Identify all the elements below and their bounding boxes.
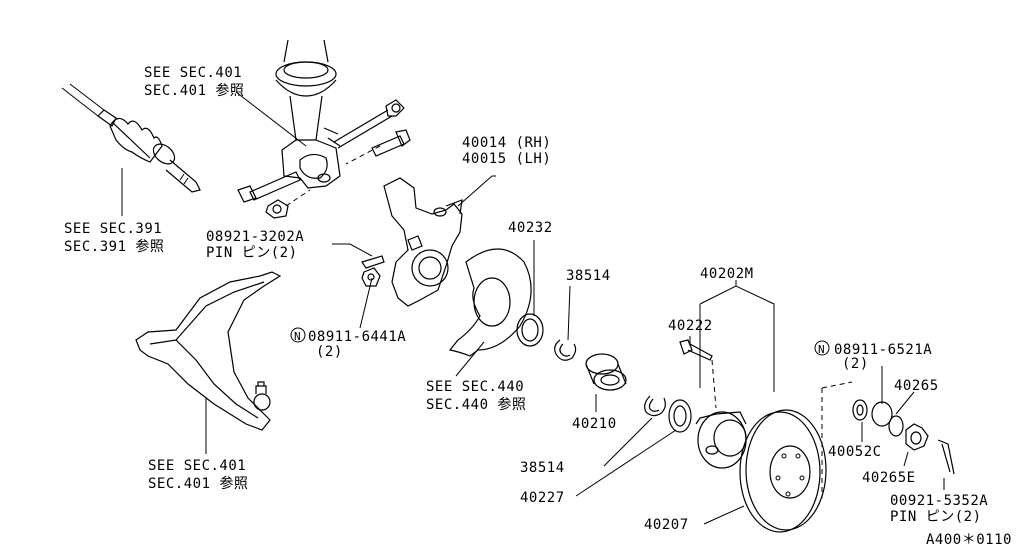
nut-6441-circle-icon <box>290 327 306 343</box>
knuckle-pin-and-nut <box>361 255 385 287</box>
label-see-440-b: SEC.440 参照 <box>426 396 526 413</box>
label-pin-5352a: 00921-5352A <box>890 493 988 509</box>
seal-40232 <box>516 313 544 347</box>
steering-knuckle <box>383 177 463 307</box>
dust-shield <box>448 248 532 357</box>
snap-ring-38514-top <box>554 339 577 361</box>
label-40202m: 40202M <box>700 266 754 282</box>
strut-bolts <box>237 99 411 219</box>
snap-ring-38514-bottom <box>644 395 666 417</box>
label-38514-bottom: 38514 <box>520 460 565 476</box>
drive-shaft <box>61 83 201 193</box>
label-40207: 40207 <box>644 517 689 533</box>
label-nut-6441a: 08911-6441A <box>308 329 406 345</box>
label-see-401-bottom-b: SEC.401 参照 <box>148 475 248 492</box>
label-knuckle-lh: 40015 (LH) <box>462 151 551 167</box>
nut-6521-circle-icon <box>814 340 830 356</box>
leader-lines <box>121 91 945 525</box>
label-pin-3202a-qty: PIN ピン(2) <box>206 245 298 261</box>
wheel-hub <box>695 411 747 469</box>
label-nut-6521a: 08911-6521A <box>834 342 932 358</box>
label-40210: 40210 <box>572 416 617 432</box>
label-38514-top: 38514 <box>566 268 611 284</box>
label-see-401-top-b: SEC.401 参照 <box>144 82 244 99</box>
label-nut-6441a-qty: (2) <box>316 344 343 360</box>
figure-code: A400＊0110 <box>926 532 1012 548</box>
label-nut-6521a-qty: (2) <box>842 356 869 372</box>
seal-40227 <box>668 399 692 433</box>
wheel-bearing <box>585 353 627 391</box>
label-nut-6441-n: N <box>294 330 301 343</box>
label-40265e: 40265E <box>862 470 916 486</box>
brake-disc <box>739 409 827 533</box>
strut-assembly <box>275 39 341 189</box>
label-40265: 40265 <box>894 378 939 394</box>
label-40052c: 40052C <box>828 444 882 460</box>
label-40232: 40232 <box>508 220 553 236</box>
lower-arm <box>135 271 282 431</box>
label-knuckle-rh: 40014 (RH) <box>462 135 551 151</box>
label-see-401-bottom-a: SEE SEC.401 <box>148 458 246 474</box>
label-see-391-a: SEE SEC.391 <box>64 221 162 237</box>
part-labels: SEE SEC.401 SEC.401 参照 SEE SEC.391 SEC.3… <box>64 65 1012 548</box>
label-40227: 40227 <box>520 490 565 506</box>
label-nut-6521-n: N <box>818 343 825 356</box>
label-see-440-a: SEE SEC.440 <box>426 379 524 395</box>
label-pin-3202a: 08921-3202A <box>206 229 304 245</box>
label-40222: 40222 <box>668 318 713 334</box>
label-pin-5352a-qty: PIN ピン(2) <box>890 509 982 525</box>
label-see-401-top-a: SEE SEC.401 <box>144 65 242 81</box>
hub-bolt <box>679 339 717 409</box>
label-see-391-b: SEC.391 参照 <box>64 238 164 255</box>
